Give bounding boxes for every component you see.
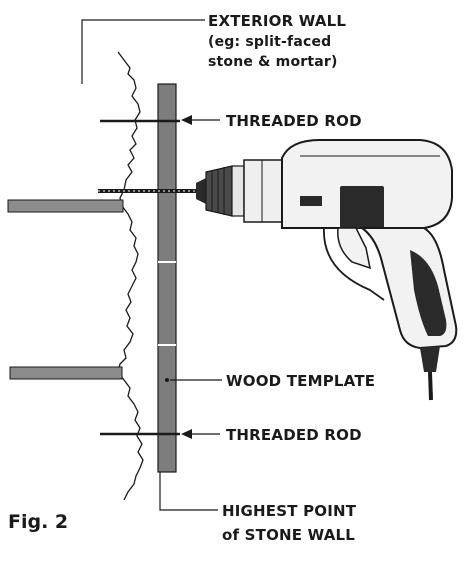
exterior-wall-material-label: stone & mortar) <box>208 54 338 70</box>
arrow-threaded-rod-top <box>181 115 220 125</box>
exterior-wall-label: EXTERIOR WALL <box>208 12 346 30</box>
highest-point-leader <box>159 472 218 511</box>
threaded-rod-top-label: THREADED ROD <box>226 112 362 130</box>
exterior-wall-example-label: (eg: split-faced <box>208 34 331 50</box>
stone-wall-profile <box>117 51 144 501</box>
template-label-dot <box>165 378 169 382</box>
shelf-bottom <box>9 366 123 380</box>
power-drill-icon <box>196 139 458 401</box>
wood-template-label: WOOD TEMPLATE <box>226 372 375 390</box>
stone-wall-label: of STONE WALL <box>222 526 355 544</box>
arrow-threaded-rod-bottom <box>181 429 220 439</box>
figure-caption: Fig. 2 <box>8 511 68 533</box>
exterior-wall-leader <box>81 19 205 84</box>
threaded-rod-bottom-label: THREADED ROD <box>226 426 362 444</box>
shelf-top <box>7 199 124 213</box>
highest-point-label: HIGHEST POINT <box>222 502 357 520</box>
wood-template <box>157 83 177 473</box>
